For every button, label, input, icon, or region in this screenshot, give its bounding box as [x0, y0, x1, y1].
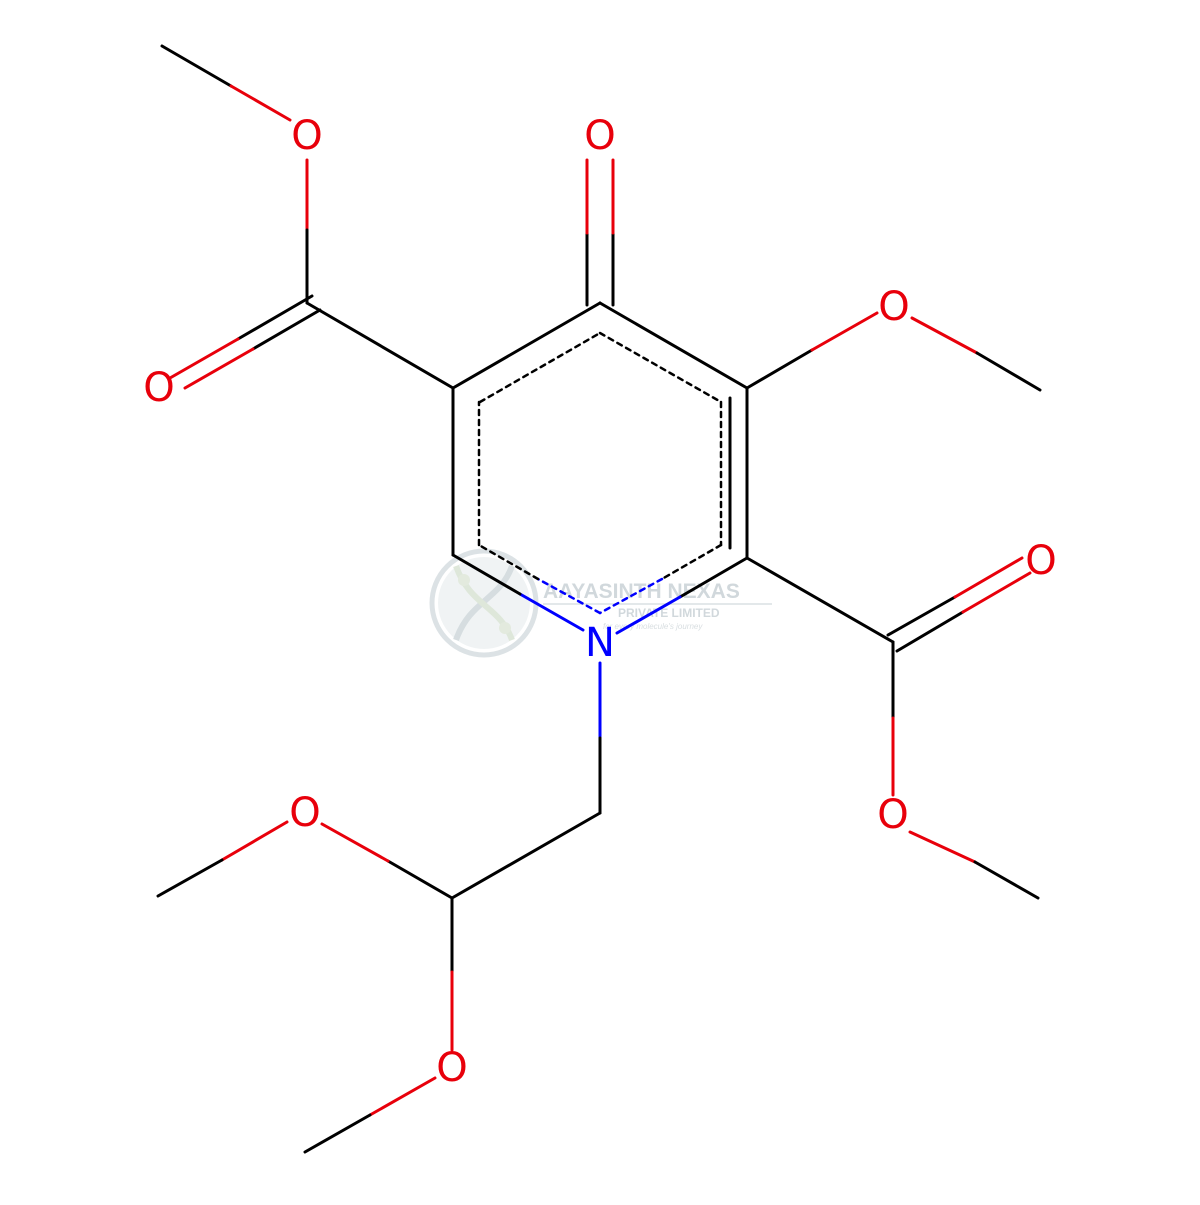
atom-o-acetal-lower: O: [436, 1045, 467, 1091]
watermark-subtitle: PRIVATE LIMITED: [618, 606, 720, 620]
bonds: [156, 44, 1042, 1154]
watermark-tagline: for every molecule's journey: [603, 622, 703, 631]
atom-o-acetal-upper: O: [289, 790, 320, 836]
atom-o-ester-carbonyl-right: O: [1025, 538, 1056, 584]
watermark-logo-icon: [429, 548, 539, 658]
atom-o-ester-methoxy-top: O: [291, 113, 322, 159]
atom-o-ketone: O: [584, 113, 615, 159]
atom-n-ring: N: [585, 620, 615, 666]
atom-o-ring-methoxy: O: [878, 284, 909, 330]
atom-o-ester-methoxy-right: O: [877, 792, 908, 838]
atom-labels: O O O O O O N O O: [143, 113, 1056, 1091]
atom-o-ester-carbonyl-left: O: [143, 365, 174, 411]
